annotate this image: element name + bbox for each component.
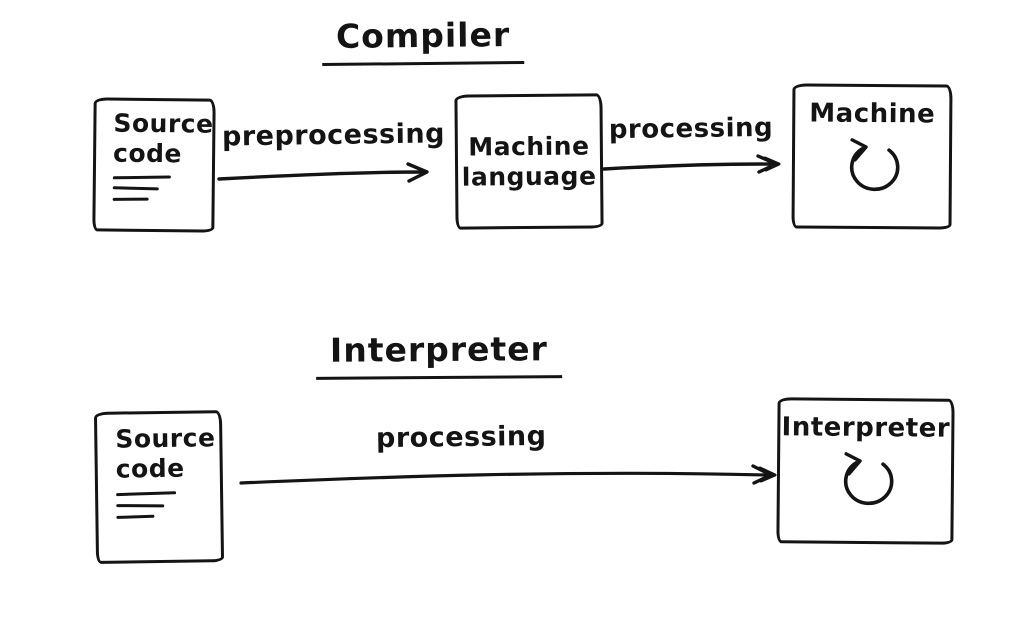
processing-arrow-label-bottom: processing: [375, 420, 547, 455]
machine-language-box: Machine language: [454, 93, 604, 230]
compiler-source-code-box: Source code: [92, 97, 216, 233]
document-lines-icon: [116, 491, 220, 519]
processing-arrow-label-top: processing: [608, 112, 774, 146]
loop-arrow-icon: [849, 137, 900, 191]
loop-arrow-icon: [843, 451, 893, 505]
machine-box: Machine: [791, 83, 953, 230]
machine-language-label-line1: Machine: [468, 131, 590, 162]
interpreter-source-code-box: Source code: [93, 410, 225, 564]
interpreter-box: Interpreter: [776, 397, 955, 545]
machine-box-label: Machine: [809, 98, 936, 130]
preprocessing-arrow-icon: [217, 162, 429, 183]
source-code-label-line1: Source: [113, 108, 214, 139]
processing-arrow-icon-top: [602, 154, 781, 174]
source-code-label-line2: code: [115, 453, 185, 484]
source-code-label-line1: Source: [115, 423, 216, 454]
machine-language-label-line2: language: [461, 160, 597, 192]
interpreter-title: Interpreter: [315, 329, 563, 380]
compiler-title: Compiler: [321, 14, 525, 67]
processing-arrow-icon-bottom: [239, 464, 777, 485]
source-code-label-line2: code: [112, 138, 183, 168]
interpreter-box-label: Interpreter: [781, 412, 951, 444]
document-lines-icon: [112, 175, 212, 202]
preprocessing-arrow-label: preprocessing: [221, 118, 446, 153]
